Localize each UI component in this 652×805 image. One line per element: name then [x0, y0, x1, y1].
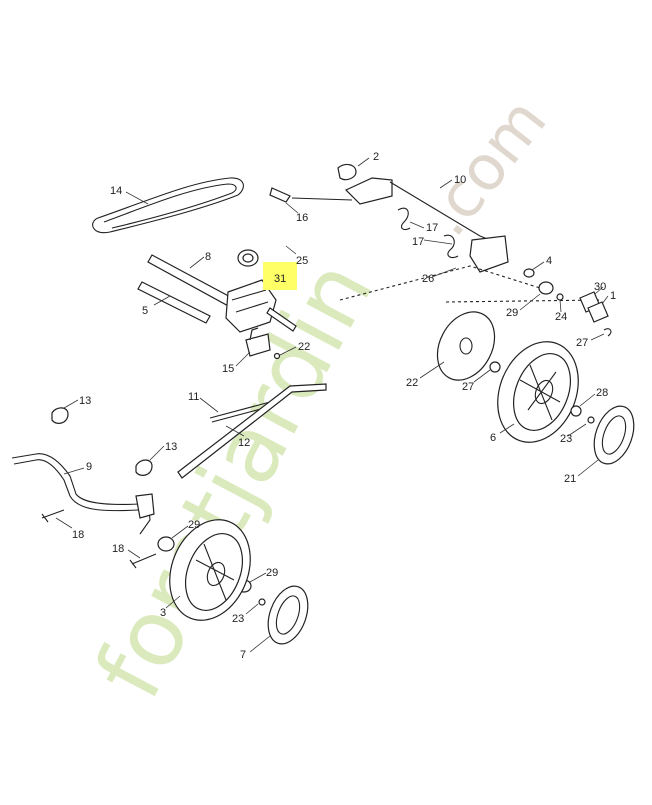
gearbox-assembly — [225, 249, 297, 333]
label-part-3: 3 — [160, 607, 166, 619]
label-part-27b: 28 — [596, 387, 608, 399]
label-part-11: 11 — [188, 391, 199, 403]
label-part-7: 7 — [240, 649, 246, 661]
label-part-10: 10 — [454, 174, 466, 186]
gearbox-bracket — [245, 327, 281, 360]
label-part-13b: 13 — [165, 441, 177, 453]
label-part-17b: 17 — [412, 236, 424, 248]
label-part-28: 29 — [506, 307, 518, 319]
front-washer — [258, 598, 266, 606]
label-part-20: 22 — [406, 377, 418, 389]
label-part-17a: 17 — [426, 222, 438, 234]
label-part-29b: 29 — [266, 567, 278, 579]
label-part-25: 26 — [422, 273, 434, 285]
label-part-26: 27 — [576, 337, 588, 349]
label-part-4: 4 — [546, 255, 552, 267]
label-part-27a: 27 — [462, 381, 474, 393]
rear-wheel — [497, 341, 579, 443]
label-part-29a: 29 — [188, 519, 200, 531]
front-wheel — [169, 519, 251, 621]
label-part-18b: 18 — [112, 543, 124, 555]
label-part-18a: 18 — [72, 529, 84, 541]
label-part-22a: 23 — [560, 433, 572, 445]
front-lever — [177, 383, 327, 479]
axle-guides — [339, 265, 601, 303]
label-part-23: 24 — [555, 311, 567, 323]
rear-wheel-cover — [593, 405, 635, 465]
drive-belt — [92, 177, 244, 234]
height-adjuster — [269, 163, 509, 273]
drive-shafts — [137, 254, 237, 324]
part-labels: 2 10 14 16 17 17 25 8 31 26 4 29 24 30 1… — [72, 151, 616, 661]
label-part-21: 22 — [298, 341, 310, 353]
label-part-31: 31 — [274, 273, 286, 285]
front-axle-rod — [11, 453, 155, 535]
label-part-30: 30 — [594, 281, 606, 293]
label-part-6: 6 — [490, 432, 496, 444]
clips — [51, 407, 153, 476]
label-part-24: 25 — [296, 255, 308, 267]
label-part-22b: 23 — [232, 613, 244, 625]
label-part-1: 1 — [610, 290, 616, 302]
wheel-washers — [489, 361, 595, 424]
rear-axle-small-parts — [523, 268, 612, 337]
label-part-12: 12 — [238, 437, 250, 449]
label-part-13a: 13 — [79, 395, 91, 407]
watermark: foretjardin .com — [75, 84, 561, 715]
label-part-14: 14 — [110, 185, 122, 197]
springs — [397, 207, 459, 259]
front-wheel-cover — [267, 585, 309, 645]
label-part-16: 16 — [296, 212, 308, 224]
leader-lines — [55, 157, 609, 653]
rear-hub-disc — [436, 311, 496, 381]
label-part-9: 9 — [86, 461, 92, 473]
label-part-5: 5 — [142, 305, 148, 317]
label-part-8: 8 — [205, 251, 211, 263]
label-part-19: 21 — [564, 473, 576, 485]
highlight-box — [263, 262, 297, 290]
label-part-2: 2 — [373, 151, 379, 163]
label-part-15: 15 — [222, 363, 234, 375]
pins — [41, 509, 157, 569]
